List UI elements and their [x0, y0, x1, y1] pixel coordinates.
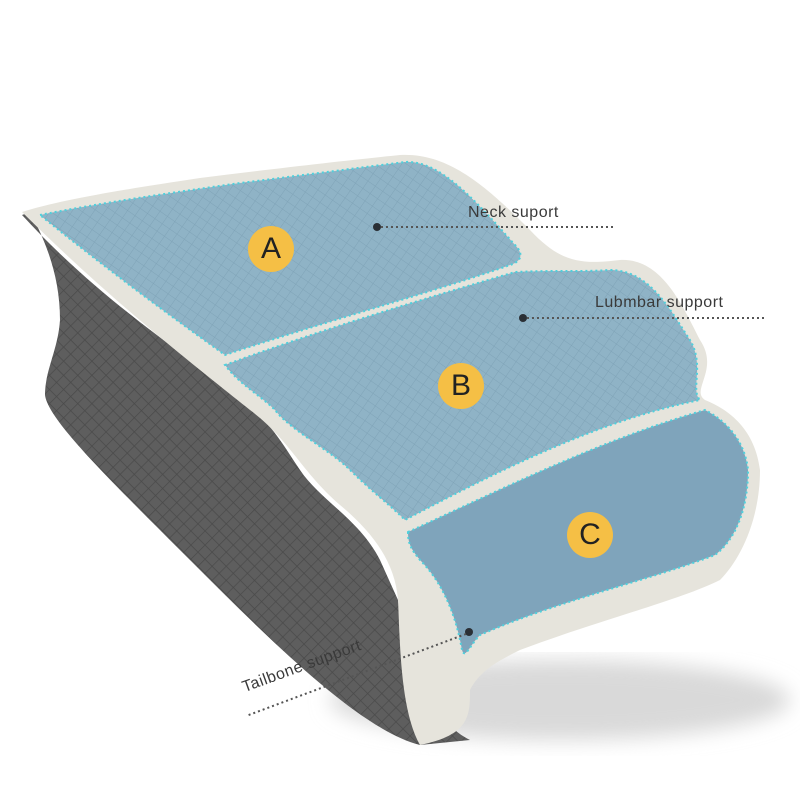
zone-b-letter: B [450, 369, 471, 402]
callout-lumbar-leader [519, 314, 765, 322]
zone-a-letter: A [260, 232, 281, 265]
zone-a-badge: A [248, 226, 294, 272]
callout-tailbone-leader [245, 628, 473, 717]
zone-c-letter: C [579, 518, 601, 551]
callout-neck-leader [373, 223, 615, 231]
lumbar-support-label: Lubmbar support [595, 294, 724, 311]
neck-support-label: Neck suport [468, 204, 559, 221]
pillow-side [22, 212, 470, 745]
zone-c-badge: C [567, 512, 613, 558]
zone-b-badge: B [438, 363, 484, 409]
